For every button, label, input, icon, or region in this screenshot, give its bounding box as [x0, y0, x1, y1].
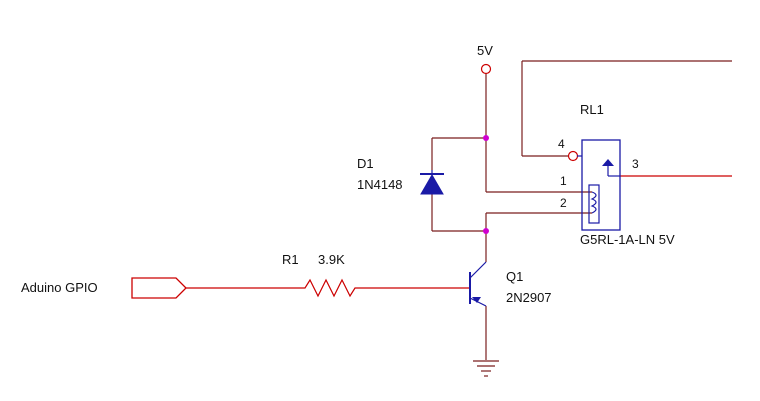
transistor-arrow-icon — [472, 297, 481, 303]
diode-d1: D1 1N4148 — [357, 156, 444, 195]
diode-part: 1N4148 — [357, 177, 403, 192]
relay-rl1: RL1 G5RL-1A-LN 5V 4 1 2 3 — [558, 102, 675, 247]
transistor-part: 2N2907 — [506, 290, 552, 305]
ground-icon — [473, 360, 499, 377]
diode-icon — [420, 174, 444, 195]
junction-dot-icon — [483, 135, 489, 141]
relay-pin3-label: 3 — [632, 157, 639, 171]
transistor-q1: Q1 2N2907 — [469, 261, 552, 307]
transistor-emitter-lead — [469, 297, 487, 307]
gpio-port: Aduino GPIO — [21, 277, 187, 299]
resistor-r1: R1 3.9K — [282, 252, 356, 298]
diode-ref: D1 — [357, 156, 374, 171]
relay-coil-windings — [590, 191, 597, 214]
gpio-label: Aduino GPIO — [21, 280, 98, 295]
relay-pin4-icon — [567, 150, 579, 162]
resistor-ref: R1 — [282, 252, 299, 267]
relay-pin1-label: 1 — [560, 174, 567, 188]
resistor-value: 3.9K — [318, 252, 345, 267]
wires — [186, 60, 732, 360]
transistor-collector-lead — [469, 261, 487, 279]
relay-pin4-label: 4 — [558, 137, 565, 151]
relay-part: G5RL-1A-LN 5V — [580, 232, 675, 247]
power-5v: 5V — [477, 43, 493, 75]
relay-switch-arrow-icon — [602, 159, 614, 166]
power-label: 5V — [477, 43, 493, 58]
transistor-ref: Q1 — [506, 269, 523, 284]
junction-dot-icon — [483, 228, 489, 234]
relay-ref: RL1 — [580, 102, 604, 117]
relay-pin2-label: 2 — [560, 196, 567, 210]
relay-coil-icon — [588, 184, 600, 224]
relay-body — [581, 139, 621, 231]
power-pin-icon — [480, 63, 492, 75]
resistor-icon — [300, 278, 356, 298]
port-icon — [131, 277, 187, 299]
junctions — [483, 135, 489, 234]
